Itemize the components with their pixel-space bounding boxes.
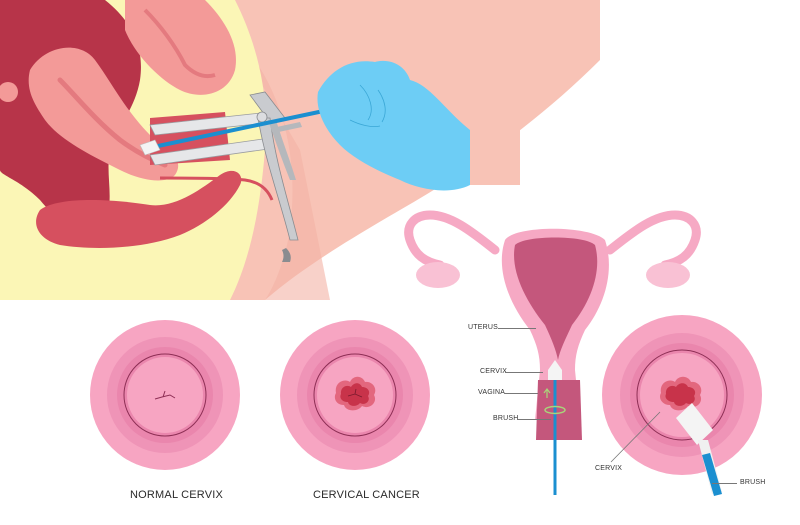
uterus-cavity [514, 237, 598, 360]
wrist [470, 130, 520, 185]
label-brush-sampling: BRUSH [740, 479, 766, 486]
bowel [36, 170, 242, 248]
normal-cervix-illustration [90, 320, 240, 470]
label-vagina: VAGINA [478, 389, 506, 396]
gloved-hand [317, 60, 482, 191]
bladder-lining [143, 8, 216, 79]
leader-brush [518, 419, 551, 420]
fallopian-tube-right [605, 210, 701, 270]
caption-cervical-cancer: CERVICAL CANCER [313, 489, 420, 501]
skin-fold [230, 30, 330, 300]
fallopian-tube-left [404, 210, 500, 270]
ovary [0, 82, 18, 102]
caption-normal-cervix: NORMAL CERVIX [130, 489, 224, 501]
brush-rod-sampling [702, 453, 722, 496]
label-brush: BRUSH [493, 415, 519, 422]
label-cervix: CERVIX [480, 368, 508, 375]
label-cervix-sampling: CERVIX [595, 465, 623, 472]
leader-cervix [505, 372, 543, 373]
label-uterus: UTERUS [468, 324, 498, 331]
up-arrow-icon [543, 388, 551, 398]
rotation-arrow-icon [544, 405, 566, 415]
ovary-right [646, 262, 690, 288]
glove-creases [349, 84, 386, 128]
bowel-outline [159, 176, 274, 201]
bladder [125, 0, 236, 95]
speculum [149, 91, 302, 262]
brush-tip-frontal [548, 360, 562, 380]
brush-sampling-illustration [602, 315, 762, 496]
leader-uterus [498, 328, 536, 329]
brush-head [139, 139, 161, 156]
leader-brush-sampling [712, 483, 737, 484]
ovary-left [416, 262, 460, 288]
cervical-cancer-illustration [280, 320, 430, 470]
leader-vagina [505, 393, 538, 394]
